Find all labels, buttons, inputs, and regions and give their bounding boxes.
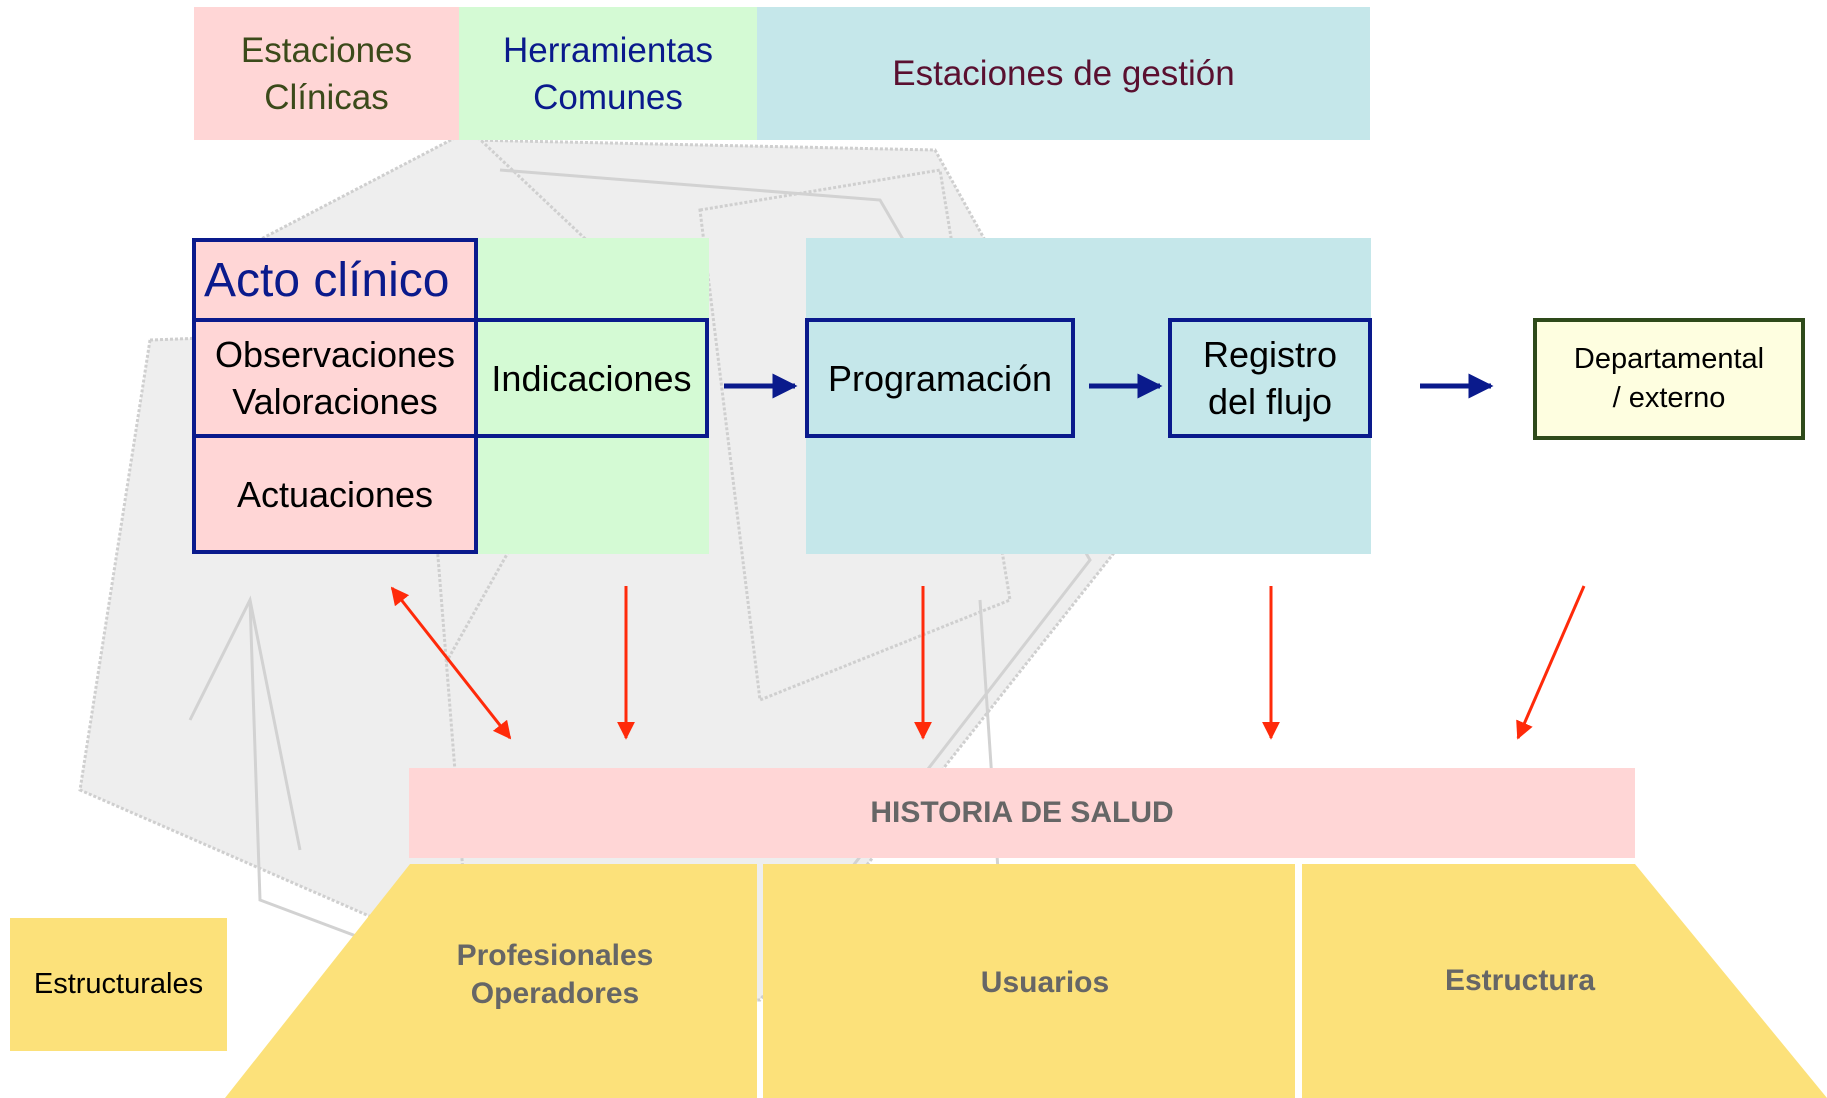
usuarios-segment (763, 864, 1295, 1098)
indicaciones-box: Indicaciones (474, 318, 709, 438)
usuarios-label: Usuarios (980, 966, 1110, 999)
estructura-label: Estructura (1444, 964, 1596, 997)
header-clinical-stations: Estaciones Clínicas (194, 7, 459, 140)
actuaciones-box: Actuaciones (192, 434, 478, 554)
arrow-departamental-historia (1516, 585, 1586, 740)
clinical-panel (192, 238, 478, 554)
historia-de-salud-band: HISTORIA DE SALUD (409, 768, 1635, 858)
header-common-tools: Herramientas Comunes (459, 7, 757, 140)
departamental-externo-box: Departamental / externo (1533, 318, 1805, 440)
arrow-clinical-historia (390, 586, 512, 740)
registro-flujo-box: Registro del flujo (1168, 318, 1372, 438)
header-management-stations: Estaciones de gestión (757, 7, 1370, 140)
profesionales-operadores-label: Profesionales Operadores (456, 939, 654, 1010)
profesionales-segment (225, 864, 757, 1098)
programacion-box: Programación (805, 318, 1075, 438)
acto-clinico-box: Acto clínico (192, 238, 478, 322)
estructura-segment (1302, 864, 1827, 1098)
estructurales-label: Estructurales (10, 918, 227, 1051)
management-panel (806, 238, 1371, 554)
common-tools-panel (476, 238, 709, 554)
